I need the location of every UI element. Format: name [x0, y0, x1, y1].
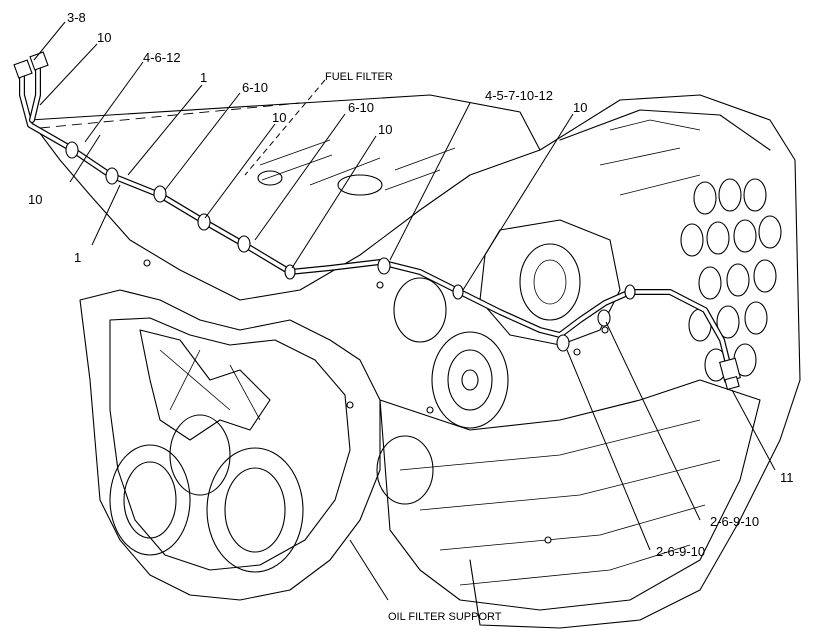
crank-line-3	[439, 504, 706, 551]
callout-4-5-7-10-12: 4-5-7-10-12	[485, 88, 553, 103]
cover-rib-5	[384, 169, 441, 191]
crank-line-4	[459, 544, 691, 586]
valve-cover-edge	[39, 102, 301, 129]
accessory-housing	[479, 219, 621, 346]
cover-rib-3	[309, 157, 381, 186]
bracket-web-1	[159, 349, 231, 411]
leader-lines	[33, 21, 776, 601]
cover-rib-4	[394, 147, 456, 171]
engine-block-drawing	[29, 94, 801, 629]
cover-boss-1	[337, 174, 383, 196]
callout-10-top: 10	[97, 30, 111, 45]
cover-boss-2	[257, 170, 283, 186]
crankcase-side	[379, 379, 761, 611]
head-top-edge	[559, 109, 771, 151]
callout-2-6-9-10-a: 2-6-9-10	[710, 514, 759, 529]
callout-6-10-a: 6-10	[242, 80, 268, 95]
head-line-1	[609, 119, 701, 131]
front-bracket	[139, 329, 271, 441]
callout-1-left: 1	[74, 250, 81, 265]
callout-3-8: 3-8	[67, 10, 86, 25]
bracket-web-2	[169, 349, 201, 411]
callout-10-right: 10	[573, 100, 587, 115]
front-housing	[79, 289, 381, 601]
callout-11: 11	[780, 470, 794, 485]
callout-4-6-12: 4-6-12	[143, 50, 181, 65]
callout-2-6-9-10-b: 2-6-9-10	[656, 544, 705, 559]
cylinder-head-right	[469, 94, 801, 629]
label-oil-filter-support: OIL FILTER SUPPORT	[388, 611, 502, 623]
callout-10-left: 10	[28, 192, 42, 207]
callout-labels: 3-8 10 4-6-12 1 6-10 10 6-10 10 4-5-7-10…	[28, 10, 794, 623]
accessory-hub-inner	[533, 259, 567, 305]
head-line-3	[619, 174, 701, 196]
callout-10-c: 10	[378, 122, 392, 137]
callout-10-b: 10	[272, 110, 286, 125]
crank-line-1	[399, 419, 701, 471]
label-fuel-filter: FUEL FILTER	[325, 71, 393, 83]
valve-cover	[29, 94, 541, 301]
cover-rib-1	[259, 139, 331, 166]
bracket-web-3	[229, 364, 261, 421]
head-ports	[680, 178, 782, 382]
callout-6-10-b: 6-10	[348, 100, 374, 115]
pulleys	[109, 277, 509, 573]
fuel-line	[13, 51, 741, 391]
crank-line-2	[419, 459, 721, 511]
accessory-hub	[519, 243, 581, 321]
bolts	[143, 259, 609, 544]
front-housing-inner	[109, 317, 351, 571]
cover-rib-2	[261, 154, 333, 181]
callout-1-top: 1	[200, 70, 207, 85]
line-clips	[65, 141, 636, 352]
head-line-2	[599, 147, 681, 166]
